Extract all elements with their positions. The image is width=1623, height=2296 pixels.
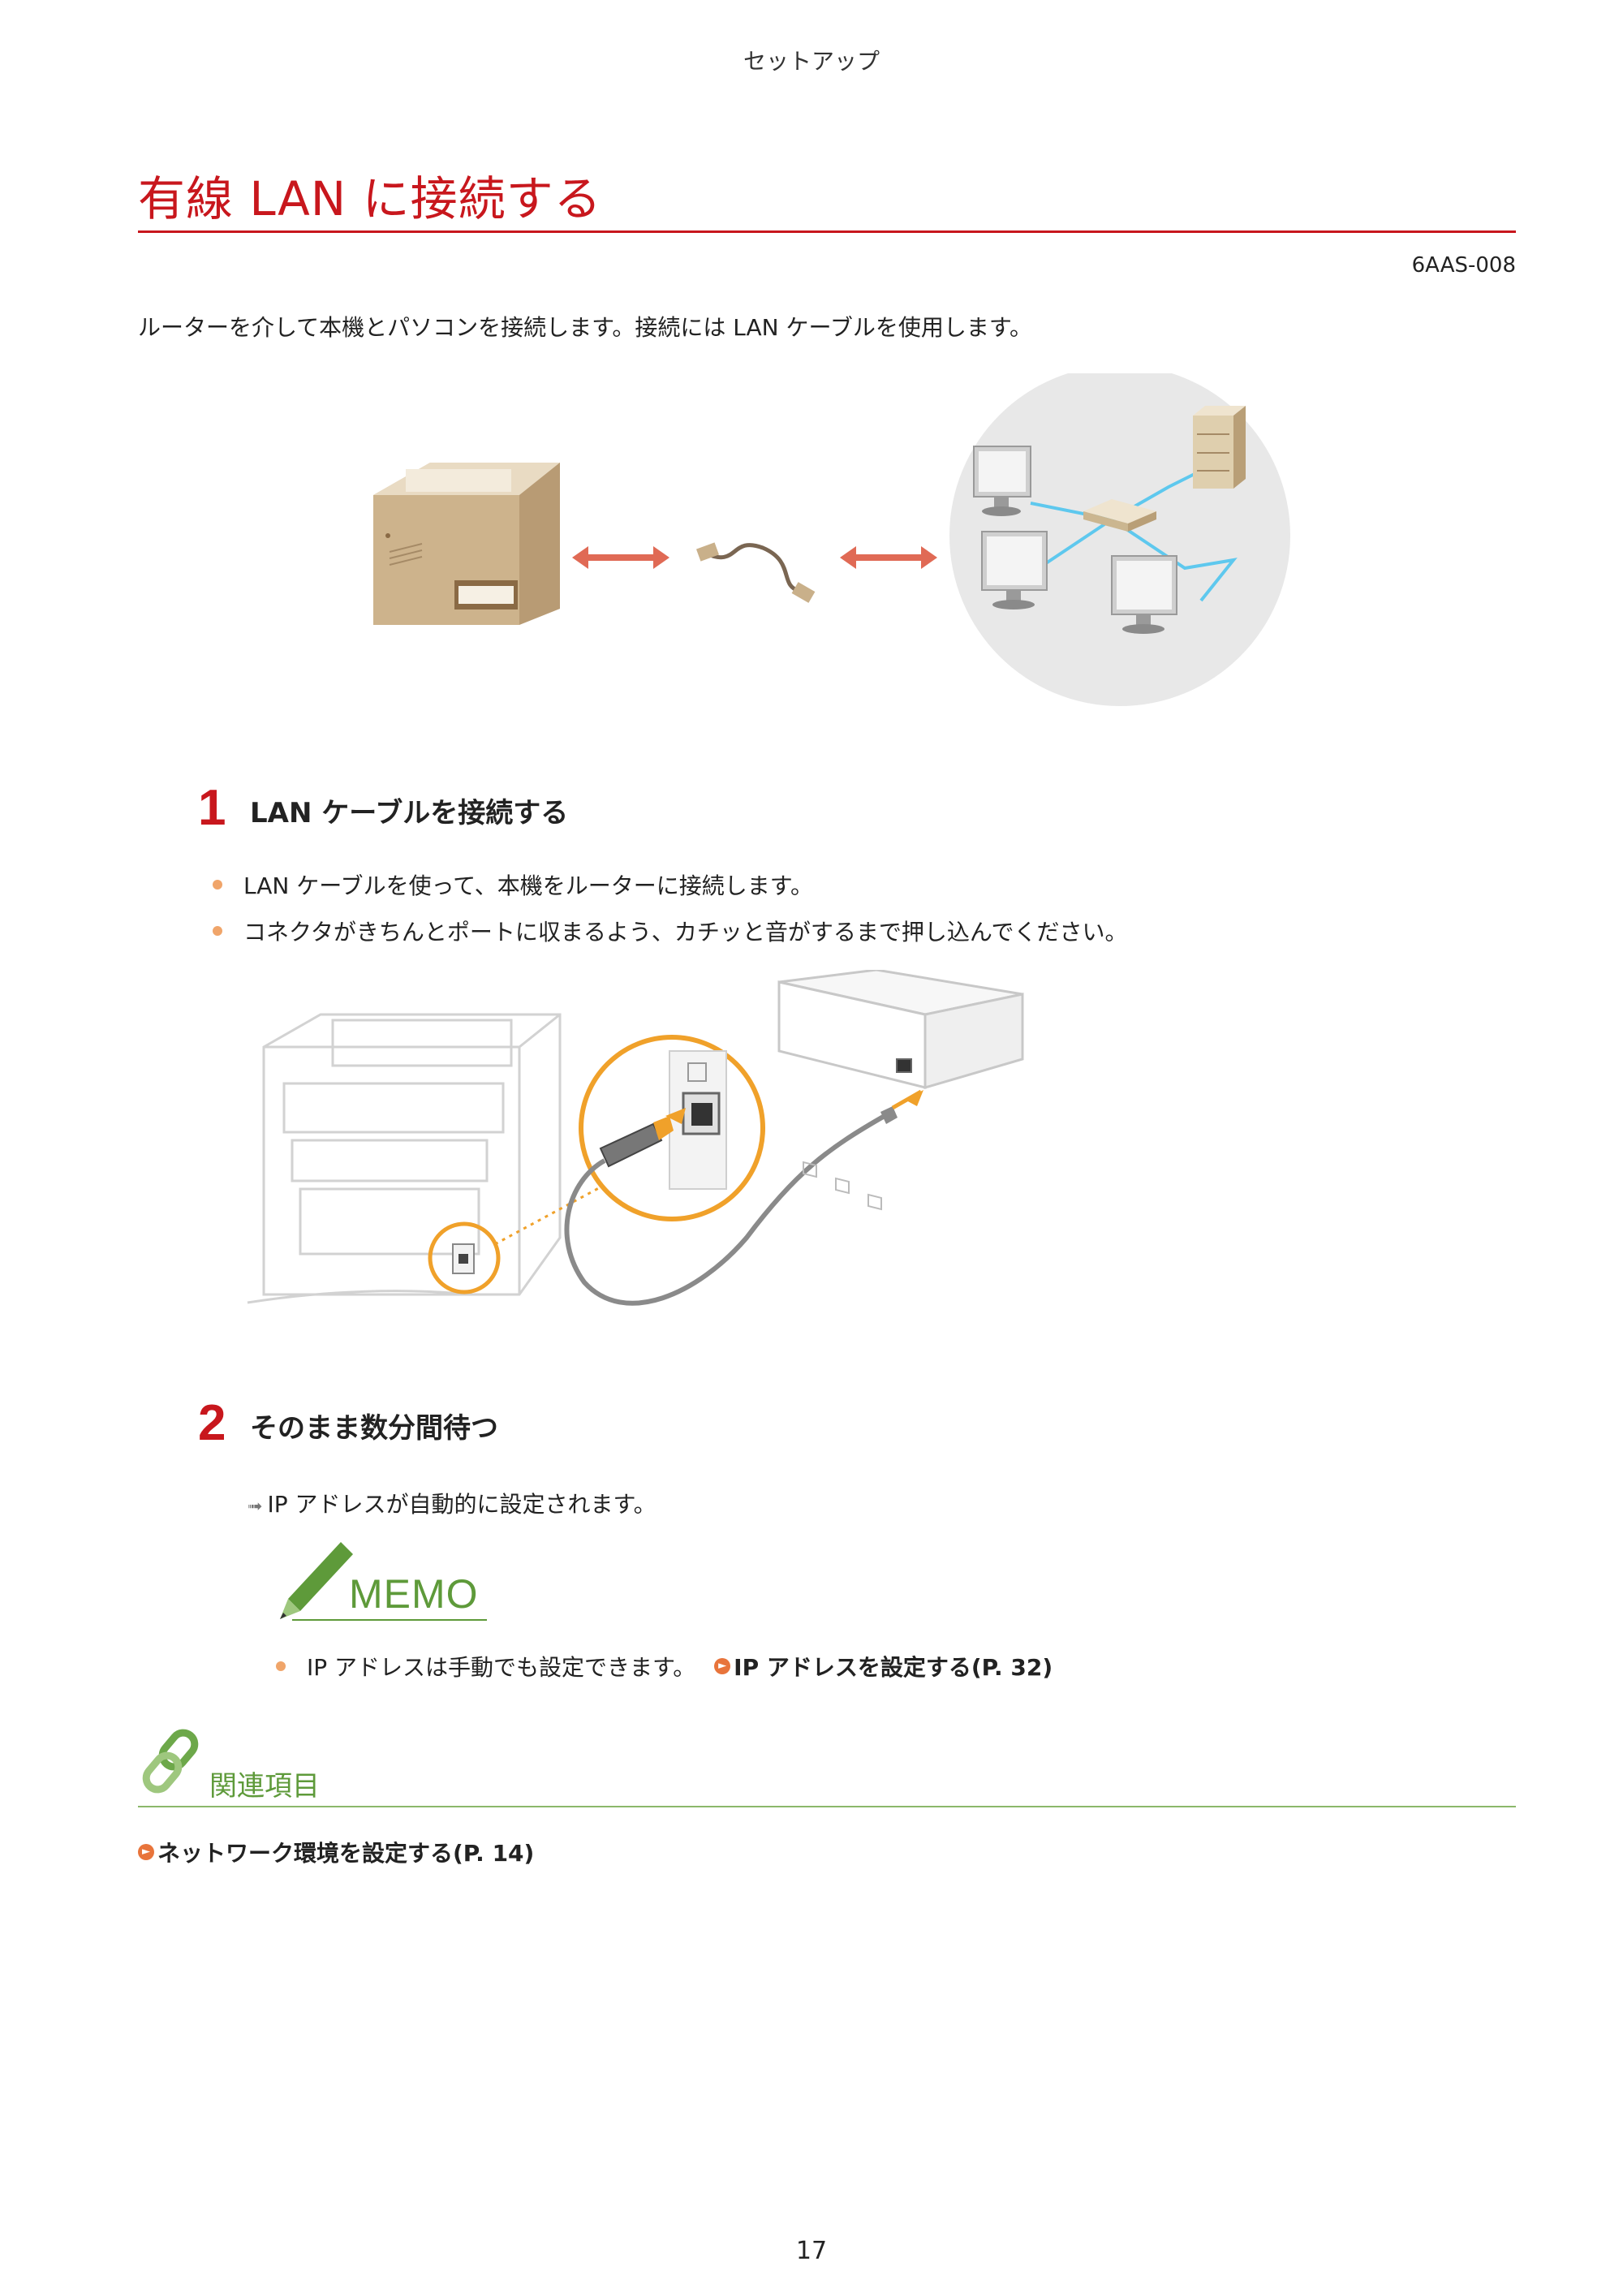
step-1-number: 1: [198, 780, 226, 836]
cable-connection-illustration: [247, 970, 1024, 1306]
step-1-bullet-1: LAN ケーブルを使って、本機をルーターに接続します。: [213, 868, 813, 901]
memo-bullet: IP アドレスは手動でも設定できます。 ►IP アドレスを設定する(P. 32): [276, 1650, 1053, 1682]
bullet-icon: [213, 880, 222, 890]
related-link-1[interactable]: ►ネットワーク環境を設定する(P. 14): [138, 1836, 534, 1868]
result-arrow-icon: ➟: [248, 1497, 263, 1517]
port-highlight-circle: [428, 1221, 501, 1294]
step-2-title: そのまま数分間待つ: [250, 1412, 498, 1445]
bullet-icon: [276, 1661, 286, 1671]
document-code: 6AAS-008: [1411, 253, 1516, 278]
related-divider: [138, 1806, 1516, 1807]
network-overview-illustration: [373, 373, 1290, 706]
network-illustration: [949, 373, 1290, 706]
printer-illustration: [373, 463, 560, 625]
memo-underline: [292, 1619, 487, 1621]
intro-text: ルーターを介して本機とパソコンを接続します。接続には LAN ケーブルを使用しま…: [138, 314, 1033, 341]
double-arrow-right: [840, 546, 937, 569]
section-header: セットアップ: [743, 48, 880, 75]
router-illustration: [777, 970, 1024, 1211]
chain-link-icon: [142, 1729, 199, 1794]
step-2-result: ➟IP アドレスが自動的に設定されます。: [248, 1491, 657, 1518]
related-items-title: 関連項目: [209, 1770, 320, 1803]
bullet-icon: [213, 926, 222, 936]
pencil-icon: [280, 1542, 353, 1619]
page-title: 有線 LAN に接続する: [138, 171, 602, 226]
link-arrow-icon: ►: [714, 1658, 731, 1674]
memo-label: MEMO: [349, 1571, 479, 1617]
link-arrow-icon: ►: [138, 1844, 154, 1860]
memo-link[interactable]: ►IP アドレスを設定する(P. 32): [714, 1654, 1053, 1681]
double-arrow-left: [572, 546, 669, 569]
printer-rear-illustration: [247, 1013, 562, 1304]
page-number: 17: [795, 2237, 828, 2265]
lan-cable-illustration: [695, 542, 816, 603]
step-2-number: 2: [198, 1395, 226, 1451]
step-1-title: LAN ケーブルを接続する: [250, 797, 569, 829]
title-divider: [138, 230, 1516, 233]
step-1-bullet-2: コネクタがきちんとポートに収まるよう、カチッと音がするまで押し込んでください。: [213, 915, 1128, 947]
callout-dotted-line: [494, 1183, 605, 1246]
